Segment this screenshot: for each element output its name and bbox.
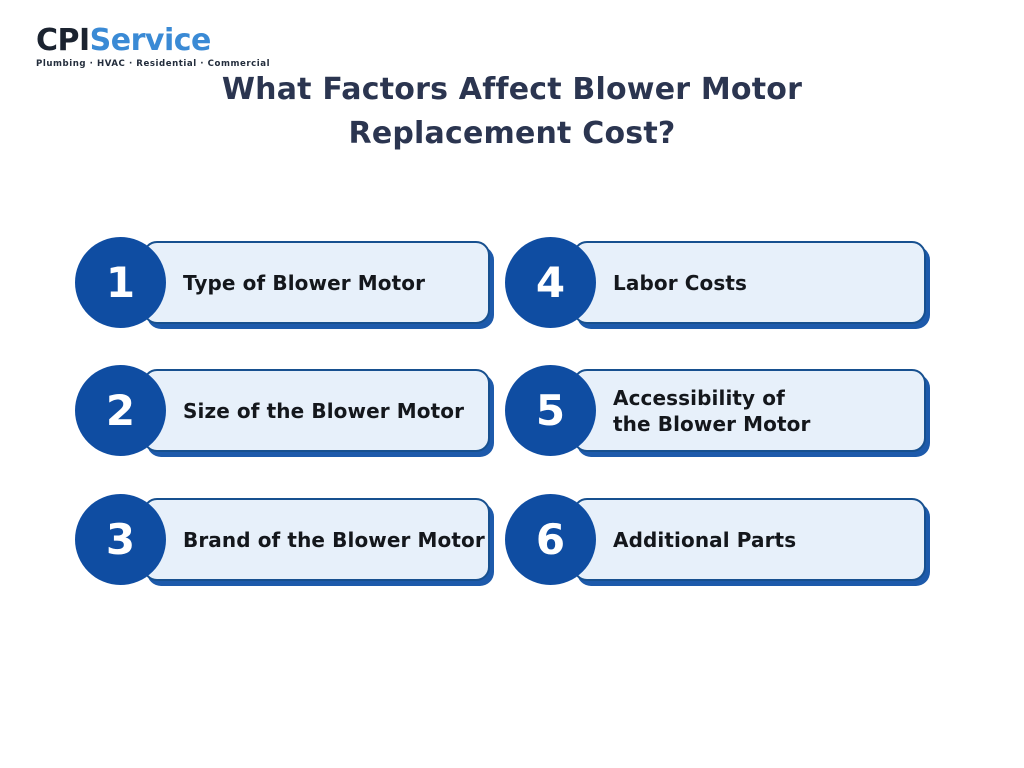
brand-tagline: Plumbing · HVAC · Residential · Commerci… <box>36 59 271 69</box>
factor-number-badge-4: 4 <box>505 237 596 328</box>
brand-name-primary: CPI <box>36 23 90 58</box>
page-title: What Factors Affect Blower Motor Replace… <box>0 68 1024 155</box>
brand-name: CPIService <box>36 24 256 57</box>
factor-box-1: Type of Blower Motor <box>143 241 490 324</box>
factor-item-1: Type of Blower Motor 1 <box>75 237 490 328</box>
factor-box-2: Size of the Blower Motor <box>143 369 490 452</box>
factor-item-4: Labor Costs 4 <box>505 237 926 328</box>
factor-label-2: Size of the Blower Motor <box>183 398 465 423</box>
brand-logo: CPIService Plumbing · HVAC · Residential… <box>36 24 271 69</box>
factor-item-3: Brand of the Blower Motor 3 <box>75 494 490 585</box>
factor-number-badge-5: 5 <box>505 365 596 456</box>
factor-box-4: Labor Costs <box>573 241 926 324</box>
factor-label-4: Labor Costs <box>613 270 748 295</box>
page-title-line1: What Factors Affect Blower Motor <box>221 72 803 107</box>
factor-label-6: Additional Parts <box>613 527 797 552</box>
brand-name-secondary: Service <box>89 23 212 58</box>
factor-number-badge-6: 6 <box>505 494 596 585</box>
factor-label-1: Type of Blower Motor <box>183 270 426 295</box>
factor-item-6: Additional Parts 6 <box>505 494 926 585</box>
factor-item-5: Accessibility of the Blower Motor 5 <box>505 365 926 456</box>
factor-label-5: Accessibility of the Blower Motor <box>613 385 811 436</box>
factor-box-5: Accessibility of the Blower Motor <box>573 369 926 452</box>
factor-item-2: Size of the Blower Motor 2 <box>75 365 490 456</box>
page-title-line2: Replacement Cost? <box>348 115 676 151</box>
factor-label-3: Brand of the Blower Motor <box>183 527 485 552</box>
factor-number-badge-3: 3 <box>75 494 166 585</box>
factor-number-badge-1: 1 <box>75 237 166 328</box>
factor-number-badge-2: 2 <box>75 365 166 456</box>
factor-box-3: Brand of the Blower Motor <box>143 498 490 581</box>
factor-box-6: Additional Parts <box>573 498 926 581</box>
